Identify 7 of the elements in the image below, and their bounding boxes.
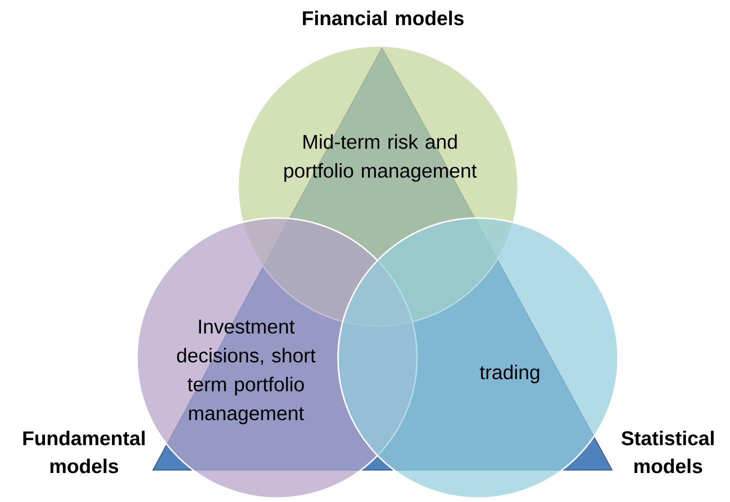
region-text: Investment decisions, short term portfolio management [177, 320, 316, 424]
circle-heading: Fundamental models [23, 430, 145, 474]
circle-heading: Financial models [302, 10, 464, 26]
circle-heading: Statistical models [622, 430, 714, 474]
region-text: trading [480, 364, 540, 384]
venn-circle [337, 217, 619, 499]
region-text: Mid-term risk and portfolio management [284, 134, 477, 182]
